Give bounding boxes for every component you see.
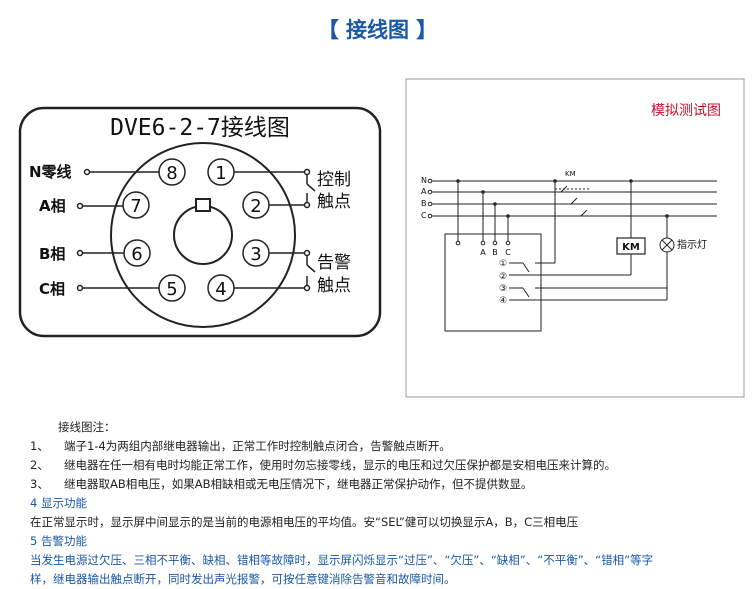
note-item-3: 3、继电器取AB相电压，如果AB相缺相或无电压情况下，继电器正常保护动作，但不提…: [30, 477, 533, 491]
label-phase-c: C相: [39, 280, 65, 298]
tap-b: B: [492, 248, 498, 257]
terminal-1: 1: [207, 158, 235, 186]
terminal-4: 4: [207, 274, 235, 302]
bus-label-a: A: [421, 187, 427, 196]
terminal-6: 6: [123, 239, 151, 267]
terminal-7: 7: [122, 191, 150, 219]
km-coil: [616, 237, 646, 255]
label-phase-a: A相: [39, 197, 66, 215]
svg-text:5: 5: [166, 279, 177, 300]
bus-label-c: C: [421, 211, 427, 220]
terminal-8: 8: [158, 158, 186, 186]
control-contact-wiring: [234, 168, 316, 209]
display-heading: 4 显示功能: [30, 496, 87, 510]
km-coil-label: KM: [622, 242, 640, 253]
svg-text:1: 1: [215, 163, 226, 184]
alarm-heading: 5 告警功能: [30, 534, 87, 548]
label-phase-b: B相: [39, 245, 65, 263]
indicator-lamp-icon: [659, 237, 675, 253]
wiring-notes: 接线图注： 1、端子1-4为两组内部继电器输出，正常工作时控制触点闭合，告警触点…: [30, 418, 745, 589]
svg-text:3: 3: [250, 244, 261, 265]
tap-c: C: [505, 248, 511, 257]
terminal-2: 2: [242, 191, 270, 219]
terminal-3: 3: [242, 239, 270, 267]
km-switch-label: KM: [565, 170, 576, 178]
label-neutral: N零线: [29, 163, 72, 181]
bus-label-b: B: [421, 199, 427, 208]
contact-3: ③: [499, 284, 507, 294]
display-text: 在正常显示时，显示屏中间显示的是当前的电源相电压的平均值。安“SEL”健可以切换…: [30, 515, 579, 529]
label-alarm: 告警: [317, 253, 351, 273]
alarm-contact-wiring: [234, 249, 316, 292]
alarm-text-1: 当发生电源过欠压、三相不平衡、缺相、错相等故障时，显示屏闪烁显示“过压”、“欠压…: [30, 553, 654, 567]
test-title: 模拟测试图: [651, 103, 721, 119]
bus-label-n: N: [421, 176, 427, 185]
contact-4: ④: [499, 296, 507, 306]
socket-key: [195, 198, 211, 212]
tap-a: A: [480, 248, 486, 257]
contact-1: ①: [499, 259, 507, 269]
svg-text:2: 2: [250, 196, 261, 217]
relay-box: [444, 233, 542, 332]
socket-center: [173, 205, 233, 265]
svg-text:8: 8: [166, 163, 177, 184]
note-item-1: 1、端子1-4为两组内部继电器输出，正常工作时控制触点闭合，告警触点断开。: [30, 439, 451, 453]
svg-text:4: 4: [215, 279, 226, 300]
notes-intro: 接线图注：: [58, 420, 116, 434]
svg-text:6: 6: [131, 244, 142, 265]
label-contact-2: 触点: [317, 276, 351, 296]
page-title: 【 接线图 】: [317, 18, 438, 42]
diagram-heading: DVE6-2-7接线图: [110, 115, 290, 141]
note-item-2: 2、继电器在任一相有电时均能正常工作，使用时勿忘接零线，显示的电压和过欠压保护都…: [30, 458, 616, 472]
indicator-lamp-label: 指示灯: [677, 238, 707, 251]
km-main-switch: [555, 185, 591, 217]
test-circuit-diagram: 模拟测试图 N A B C A B C ①: [405, 78, 745, 398]
label-control: 控制: [317, 170, 351, 190]
dve-wiring-diagram: DVE6-2-7接线图 8 1 7 2 6 3 5 4 N零线 A相 B相 C相: [18, 106, 382, 338]
label-contact-1: 触点: [317, 192, 351, 212]
terminal-5: 5: [158, 274, 186, 302]
svg-text:7: 7: [130, 196, 141, 217]
contact-2: ②: [499, 272, 507, 282]
